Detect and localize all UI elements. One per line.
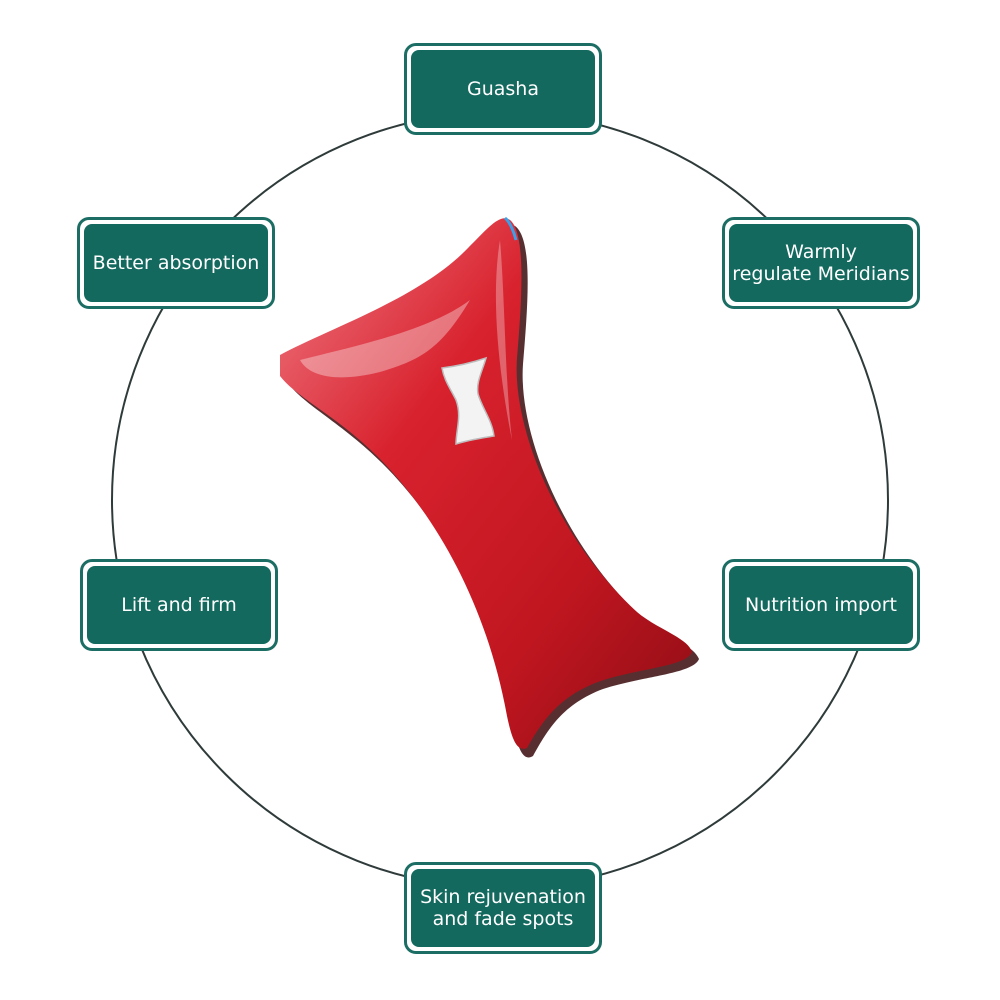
label-guasha: Guasha [404, 43, 602, 135]
label-skin-rejuvenation: Skin rejuvenation and fade spots [404, 862, 602, 954]
device-body [280, 218, 692, 749]
label-warmly-regulate-meridians-text: Warmly regulate Meridians [729, 224, 913, 302]
device-shine [300, 300, 470, 378]
label-lift-and-firm: Lift and firm [80, 559, 278, 651]
device-shine-edge [495, 240, 512, 440]
label-nutrition-import-text: Nutrition import [729, 566, 913, 644]
device-blue-tip [503, 216, 518, 241]
label-better-absorption: Better absorption [77, 217, 275, 309]
label-guasha-text: Guasha [411, 50, 595, 128]
label-better-absorption-text: Better absorption [84, 224, 268, 302]
label-nutrition-import: Nutrition import [722, 559, 920, 651]
device-metal-plate [441, 356, 495, 446]
label-lift-and-firm-text: Lift and firm [87, 566, 271, 644]
label-warmly-regulate-meridians: Warmly regulate Meridians [722, 217, 920, 309]
label-skin-rejuvenation-text: Skin rejuvenation and fade spots [411, 869, 595, 947]
